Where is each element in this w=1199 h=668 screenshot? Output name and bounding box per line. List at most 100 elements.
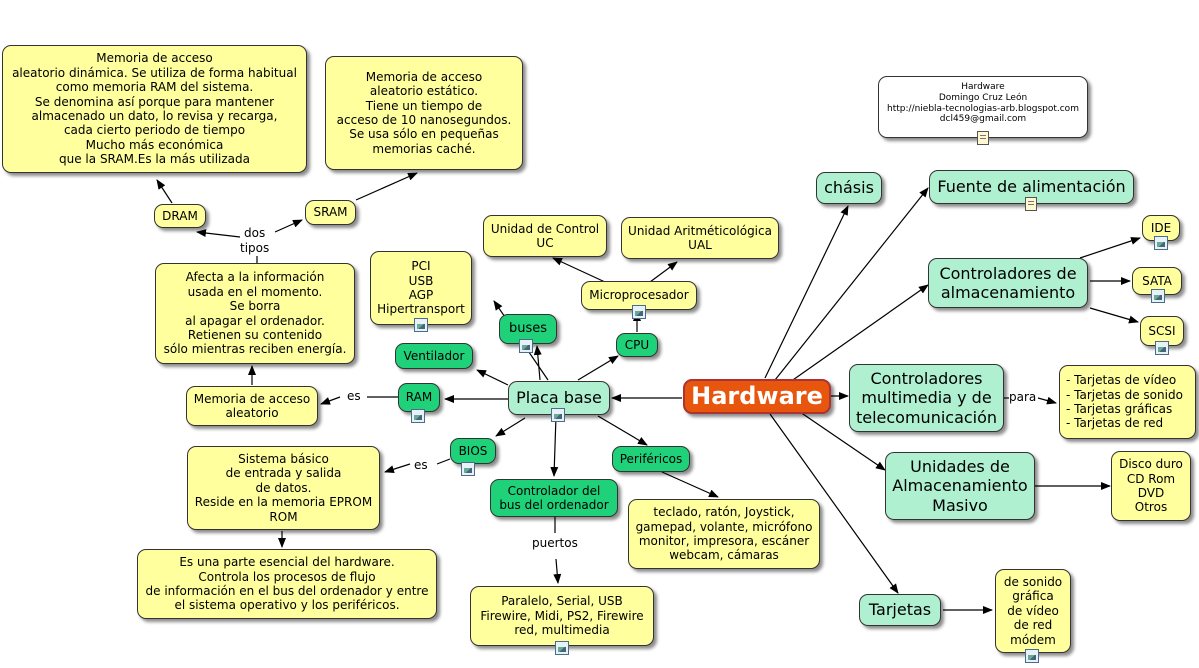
ctrl-desc-line: el sistema operativo y los periféricos. (174, 598, 400, 613)
tarjetas-node[interactable]: Tarjetas (859, 594, 941, 626)
dram-descripcion-node[interactable]: Memoria de acceso aleatorio dinámica. Se… (2, 45, 307, 173)
info-email: dcl459@gmail.com (939, 114, 1027, 125)
tarjetas-label: Tarjetas (868, 600, 932, 620)
note-icon[interactable] (977, 131, 989, 145)
sata-label: SATA (1142, 273, 1172, 288)
unidades-line3: Masivo (932, 495, 988, 515)
unidades-almacenamiento-node[interactable]: Unidades de Almacenamiento Masivo (885, 452, 1035, 520)
afecta-line: Afecta a la información (185, 270, 325, 285)
uc-line2: UC (536, 236, 554, 250)
unidad-control-node[interactable]: Unidad de Control UC (483, 215, 607, 257)
controlador-bus-node[interactable]: Controlador del bus del ordenador (490, 479, 618, 517)
dram-desc-line: aleatorio dinámica. Se utiliza de forma … (12, 65, 297, 80)
dram-desc-line: Memoria de acceso (96, 51, 213, 66)
ctrl-desc-line: de información en el bus del ordenador y… (145, 584, 429, 598)
perifericos-node[interactable]: Periféricos (612, 446, 690, 472)
ventilador-node[interactable]: Ventilador (395, 343, 473, 369)
cpu-label: CPU (624, 337, 650, 352)
buses-label: buses (508, 321, 548, 337)
memoria-line2: aleatorio (225, 406, 279, 420)
es-link-label: es (347, 389, 361, 404)
ctrl-mult-line3: telecomunicación (855, 407, 998, 427)
sram-label: SRAM (313, 205, 348, 220)
image-icon[interactable] (1154, 236, 1168, 250)
list-item: USB (408, 273, 434, 288)
list-item: Hipertransport (377, 302, 465, 317)
sram-desc-line: Se usa sólo en pequeñas (349, 127, 499, 142)
info-url: http://niebla-tecnologias-arb.blogspot.c… (887, 103, 1079, 114)
sata-node[interactable]: SATA (1132, 267, 1182, 295)
unidades-line1: Unidades de (910, 457, 1010, 477)
list-item: webcam, cámaras (669, 548, 779, 563)
note-icon[interactable] (1025, 197, 1037, 211)
unidades-list-node[interactable]: Disco duro CD Rom DVD Otros (1111, 451, 1191, 521)
dos-label: dos (244, 226, 266, 240)
unidades-line2: Almacenamiento (892, 476, 1028, 496)
fuente-label: Fuente de alimentación (937, 177, 1126, 197)
afecta-line: Se borra (229, 299, 281, 314)
ual-line2: UAL (688, 238, 712, 252)
image-icon[interactable] (411, 409, 425, 423)
list-item: de vídeo (1007, 603, 1059, 618)
image-icon[interactable] (461, 462, 475, 476)
memoria-acceso-node[interactable]: Memoria de acceso aleatorio (186, 386, 318, 426)
es-link-label: es (414, 458, 428, 473)
image-icon[interactable] (555, 641, 569, 655)
afecta-node[interactable]: Afecta a la información usada en el mome… (155, 263, 355, 364)
dos-tipos-link-label: dos tipos (240, 226, 270, 256)
puertos-link-label: puertos (532, 536, 578, 551)
buses-list-node[interactable]: PCI USB AGP Hipertransport (370, 251, 472, 325)
para-link-label: para (1009, 390, 1037, 405)
sram-desc-line: Tiene un tiempo de (365, 98, 483, 113)
image-icon[interactable] (1151, 289, 1165, 303)
image-icon[interactable] (414, 318, 428, 332)
list-item: PCI (411, 259, 431, 274)
afecta-line: usada en el momento. (187, 284, 323, 299)
image-icon[interactable] (1155, 341, 1169, 355)
sram-node[interactable]: SRAM (305, 200, 356, 225)
sram-descripcion-node[interactable]: Memoria de acceso aleatorio estático. Ti… (325, 56, 523, 170)
tarjetas-tipos-list-node[interactable]: - Tarjetas de vídeo - Tarjetas de sonido… (1059, 365, 1196, 439)
afecta-line: sólo mientras reciben energía. (163, 342, 347, 357)
scsi-label: SCSI (1148, 323, 1176, 338)
image-icon[interactable] (632, 305, 646, 319)
bios-descripcion-node[interactable]: Sistema básico de entrada y salida de da… (187, 446, 380, 530)
author-info-box[interactable]: Hardware Domingo Cruz León http://niebla… (878, 76, 1088, 138)
list-item: AGP (408, 288, 434, 302)
microprocesador-node[interactable]: Microprocesador (581, 281, 697, 310)
sram-desc-line: memorias caché. (372, 141, 476, 156)
tarjetas-detalle-node[interactable]: de sonido gráfica de vídeo de red módem (995, 569, 1071, 653)
puertos-list-node[interactable]: Paralelo, Serial, USB Firewire, Midi, PS… (470, 586, 654, 646)
list-item: teclado, ratón, Joystick, (653, 505, 795, 520)
dram-node[interactable]: DRAM (154, 204, 206, 228)
list-item: monitor, impresora, escáner (638, 534, 810, 548)
bios-node[interactable]: BIOS (450, 438, 496, 464)
ctrl-mult-line2: multimedia y de (861, 388, 992, 408)
perifericos-list-node[interactable]: teclado, ratón, Joystick, gamepad, volan… (628, 499, 820, 569)
controladores-multimedia-node[interactable]: Controladores multimedia y de telecomuni… (849, 364, 1004, 432)
ram-node[interactable]: RAM (398, 383, 440, 412)
image-icon[interactable] (1025, 649, 1039, 663)
microprocesador-label: Microprocesador (589, 288, 689, 303)
perifericos-label: Periféricos (619, 451, 683, 466)
image-icon[interactable] (551, 408, 565, 422)
chasis-node[interactable]: chásis (816, 172, 882, 204)
ctrl-desc-line: Es una parte esencial del hardware. (179, 555, 395, 570)
list-item: Firewire, Midi, PS2, Firewire (480, 608, 644, 623)
controladores-almacenamiento-node[interactable]: Controladores de almacenamiento (928, 258, 1088, 308)
dram-desc-line: almacenado un dato, lo revisa y recarga, (31, 109, 278, 123)
ctrl-desc-line: Controla los procesos de flujo (198, 569, 376, 584)
hardware-root-node[interactable]: Hardware (683, 379, 831, 414)
ual-line1: Unidad Aritméticológica (628, 223, 772, 238)
sram-desc-line: acceso de 10 nanosegundos. (336, 113, 512, 127)
list-item: gamepad, volante, micrófono (635, 519, 813, 534)
dram-desc-line: como memoria RAM del sistema. (55, 80, 254, 95)
unidad-aritmetica-node[interactable]: Unidad Aritméticológica UAL (621, 217, 779, 259)
sram-desc-line: aleatorio estático. (369, 84, 479, 99)
image-icon[interactable] (519, 339, 533, 353)
cpu-node[interactable]: CPU (616, 333, 658, 357)
controlador-descripcion-node[interactable]: Es una parte esencial del hardware. Cont… (137, 549, 437, 619)
scsi-node[interactable]: SCSI (1140, 316, 1184, 346)
list-item: CD Rom (1126, 471, 1176, 486)
